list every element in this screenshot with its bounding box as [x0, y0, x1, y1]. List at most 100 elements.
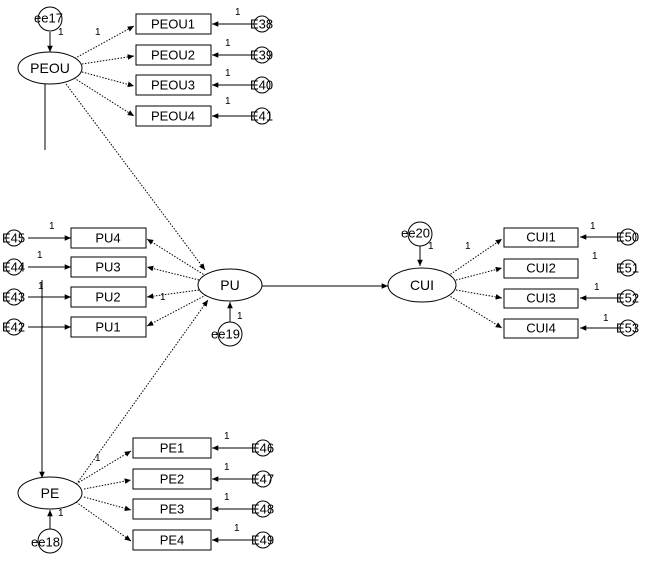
error-e52-circle: [619, 289, 637, 307]
path-cui-cui4: [447, 294, 503, 329]
disturbance-ee17-circle: [37, 6, 63, 32]
coef-e44-pu3: 1: [37, 250, 43, 261]
indicator-peou3-box: [135, 74, 212, 96]
indicator-cui4-box: [503, 318, 579, 339]
connectors: [28, 21, 618, 543]
disturbance-ee20-label: ee20: [401, 226, 430, 241]
error-e48-circle: [254, 500, 272, 518]
path-cui-cui1: [447, 238, 503, 277]
coef-e50-cui1: 1: [590, 221, 596, 232]
coef-pe-pe1: 1: [95, 453, 101, 464]
latent-pe-ellipse: [17, 476, 83, 510]
indicator-peou1-label: PEOU1: [151, 17, 195, 32]
indicator-cui3-label: CUI3: [526, 291, 556, 306]
indicator-pu3-label: PU3: [95, 260, 120, 275]
error-e43-label: E43: [2, 290, 25, 305]
error-e44-label: E44: [2, 260, 25, 275]
error-e45-label: E45: [2, 231, 25, 246]
coef-e47-pe2: 1: [224, 462, 230, 473]
error-e40-circle: [253, 76, 271, 94]
coef-peou-peou1: 1: [95, 27, 101, 38]
latent-cui-ellipse: [387, 267, 457, 303]
disturbance-ee18: ee18: [31, 528, 63, 554]
path-cui-cui2: [455, 266, 503, 281]
error-e46-circle: [254, 439, 272, 457]
disturbance-ee19: ee19: [211, 321, 243, 347]
indicator-pu2-label: PU2: [95, 290, 120, 305]
latent-peou-label: PEOU: [30, 60, 70, 76]
error-e50-circle: [619, 228, 637, 246]
coef-e39-peou2: 1: [225, 38, 231, 49]
disturbance-ee20-circle: [407, 221, 433, 247]
path-cui-cui3: [455, 289, 503, 300]
error-e43-circle: [5, 288, 23, 306]
path-pu-pu3: [146, 265, 200, 281]
disturbance-ee18-circle: [37, 528, 63, 554]
disturbance-ee18-label: ee18: [31, 535, 60, 550]
error-e41-circle: [253, 107, 271, 125]
indicator-cui1-box: [503, 227, 579, 248]
indicators-pe: PE1 PE2 PE3 PE4: [132, 437, 212, 551]
error-e47-label: E47: [251, 472, 274, 487]
indicator-pu4-label: PU4: [95, 231, 120, 246]
error-e39-label: E39: [250, 48, 273, 63]
coef-e53-cui4: 1: [603, 313, 609, 324]
path-pu-pu2: [146, 289, 200, 299]
error-e38-circle: [253, 15, 271, 33]
error-e41-label: E41: [250, 109, 273, 124]
path-pu-pu1: [146, 294, 207, 327]
coef-e49-pe4: 1: [234, 523, 240, 534]
error-e47-circle: [254, 470, 272, 488]
latent-cui-label: CUI: [410, 277, 434, 293]
indicators-cui: CUI1 CUI2 CUI3 CUI4: [503, 227, 579, 339]
indicator-cui4-label: CUI4: [526, 321, 556, 336]
indicator-pe1-label: PE1: [160, 441, 185, 456]
coef-e40-peou3: 1: [225, 68, 231, 79]
latent-cui: CUI: [387, 267, 457, 303]
path-peou-peou3: [81, 71, 135, 88]
latent-pe-label: PE: [41, 485, 60, 501]
errors-pe: E46 E47 E48 E49: [251, 439, 274, 549]
latent-pe: PE: [17, 476, 83, 510]
indicator-pe4-label: PE4: [160, 533, 185, 548]
coef-covariance: 1: [38, 281, 44, 292]
path-pe-pu: [77, 299, 209, 483]
coefficient-labels: 1 1 1 1 1 1 1 1 1 1 1 1 1 1 1 1 1 1 1 1 …: [37, 7, 609, 534]
coef-e46-pe1: 1: [224, 431, 230, 442]
indicator-cui1-label: CUI1: [526, 230, 556, 245]
path-pe-pe3: [83, 496, 132, 512]
error-e49-circle: [254, 531, 272, 549]
indicator-cui2-box: [503, 258, 579, 279]
coef-ee18-pe: 1: [58, 508, 64, 519]
error-e38-label: E38: [250, 17, 273, 32]
error-e45-circle: [5, 229, 23, 247]
error-e53-circle: [619, 319, 637, 337]
error-e51-circle: [619, 259, 637, 277]
error-e53-label: E53: [616, 321, 639, 336]
indicator-cui3-box: [503, 288, 579, 309]
coef-e51-cui2: 1: [592, 251, 598, 262]
error-e51-label: E51: [616, 261, 639, 276]
path-peou-peou4: [73, 77, 135, 117]
coef-e38-peou1: 1: [235, 7, 241, 18]
errors-peou: E38 E39 E40 E41: [250, 15, 273, 125]
indicator-pu1-label: PU1: [95, 320, 120, 335]
indicator-pu1-box: [70, 316, 147, 338]
coef-ee20-cui: 1: [428, 241, 434, 252]
indicator-pe3-label: PE3: [160, 502, 185, 517]
error-e48-label: E48: [251, 502, 274, 517]
indicator-pu3-box: [70, 256, 147, 278]
latent-peou-ellipse: [17, 51, 83, 85]
coef-e45-pu4: 1: [49, 221, 55, 232]
indicator-pe2-label: PE2: [160, 472, 185, 487]
coef-cui-cui1: 1: [465, 241, 471, 252]
indicator-pu2-box: [70, 286, 147, 308]
disturbance-ee17: ee17: [34, 6, 63, 32]
error-e52-label: E52: [616, 291, 639, 306]
indicator-peou3-label: PEOU3: [151, 78, 195, 93]
indicator-pe4-box: [132, 529, 212, 551]
latent-pu-label: PU: [220, 277, 239, 293]
path-pe-pe4: [75, 501, 132, 542]
indicators-pu: PU4 PU3 PU2 PU1: [70, 227, 147, 338]
